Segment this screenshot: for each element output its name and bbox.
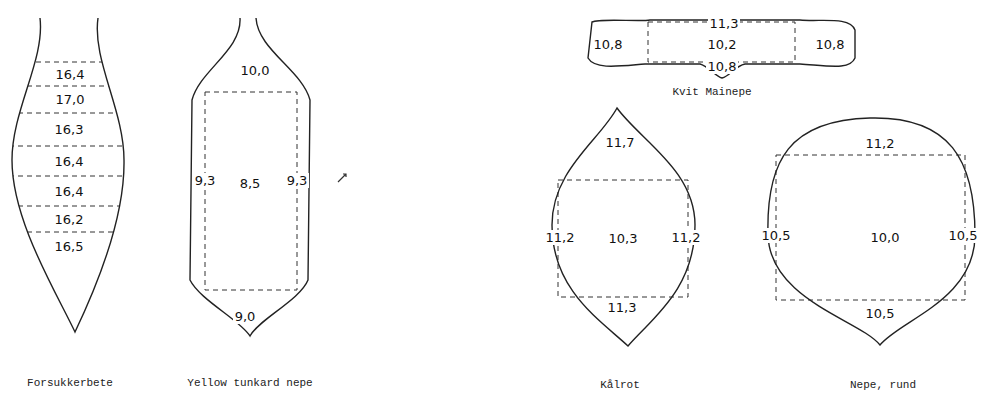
vegetable-outline: 16,4 17,0 16,3 16,4 16,4 16,2 16,5Forsukkerbet…: [5, 12, 140, 395]
vegetable-name: Nepe, rund: [850, 379, 916, 392]
measurement-value: 11,2: [864, 136, 897, 151]
measurement-value: 10,8: [592, 37, 625, 52]
measurement-value: 16,3: [53, 122, 86, 137]
measurement-value: 9,3: [193, 173, 218, 188]
measurement-value: 11,3: [708, 16, 741, 31]
vegetable-name: Yellow tunkard nepe: [187, 377, 312, 390]
measurement-value: 9,3: [285, 173, 310, 188]
measurement-value: 17,0: [54, 92, 87, 107]
measurement-value: 10,3: [607, 231, 640, 246]
vegetable-outline: 11,7 11,2 10,3 11,2 11,3Kålrot: [545, 100, 700, 395]
vegetable-name: Kvit Mainepe: [672, 86, 751, 99]
vegetable-name: Kålrot: [600, 379, 640, 392]
measurement-value: 16,4: [53, 184, 86, 199]
measurement-value: 16,4: [53, 154, 86, 169]
measurement-value: 8,5: [238, 176, 263, 191]
measurement-value: 11,2: [670, 230, 703, 245]
measurement-value: 10,8: [706, 59, 739, 74]
measurement-value: 11,2: [544, 230, 577, 245]
measurement-value: 10,5: [947, 228, 980, 243]
measurement-value: 16,4: [54, 67, 87, 82]
measurement-value: 9,0: [233, 309, 258, 324]
measurement-value: 10,5: [864, 306, 897, 321]
measurement-value: 10,0: [239, 63, 272, 78]
measurement-value: 10,5: [760, 228, 793, 243]
measurement-value: 10,8: [814, 37, 847, 52]
vegetable-outline: 10,0 9,3 8,5 9,3 9,0Yellow tunkard nepe: [180, 12, 320, 395]
vegetable-name: Forsukkerbete: [27, 377, 113, 390]
measurement-value: 11,7: [604, 135, 637, 150]
measurement-value: 16,2: [53, 212, 86, 227]
measurement-value: 10,0: [869, 230, 902, 245]
measurement-value: 11,3: [606, 300, 639, 315]
vegetable-outline: 11,2 10,5 10,0 10,5 10,5Nepe, rund: [760, 100, 982, 395]
vegetable-outline: 11,3 10,8 10,2 10,8 10,8Kvit Mainepe: [580, 10, 862, 98]
measurement-value: 10,2: [706, 37, 739, 52]
measurement-value: 16,5: [53, 239, 86, 254]
